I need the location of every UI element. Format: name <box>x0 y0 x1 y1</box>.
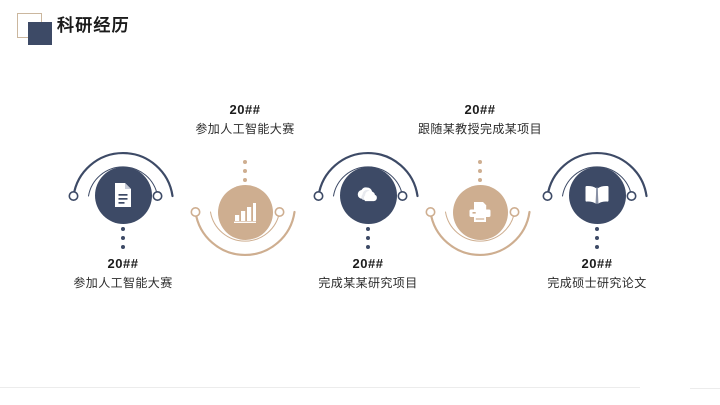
dot <box>366 227 370 231</box>
node-4-label: 20## 跟随某教授完成某项目 <box>365 101 595 139</box>
node-1-text: 参加人工智能大赛 <box>73 276 173 290</box>
arc-group-node-2 <box>190 207 296 256</box>
node-4-dots <box>473 160 487 182</box>
header-decoration <box>17 13 59 45</box>
dot <box>121 227 125 231</box>
document-icon <box>112 182 134 208</box>
node-1-label: 20## 参加人工智能大赛 <box>8 255 238 293</box>
dot <box>366 245 370 249</box>
bar-chart-icon <box>233 201 257 223</box>
dot <box>595 245 599 249</box>
dot <box>478 169 482 173</box>
cloud-icon <box>354 184 382 206</box>
node-3-text: 完成某某研究项目 <box>318 276 418 290</box>
node-2-label: 20## 参加人工智能大赛 <box>130 101 360 139</box>
page-title: 科研经历 <box>57 16 130 35</box>
dot <box>121 245 125 249</box>
dot <box>121 236 125 240</box>
arc-group-node-4 <box>425 207 531 256</box>
open-book-icon <box>583 184 611 206</box>
node-4-text: 跟随某教授完成某项目 <box>417 122 542 136</box>
node-5-year: 20## <box>581 256 613 271</box>
slide-header: 科研经历 <box>0 0 720 62</box>
dot <box>366 236 370 240</box>
dot <box>243 160 247 164</box>
node-3-circle[interactable] <box>339 166 397 224</box>
node-1-dots <box>116 227 130 249</box>
node-2-year: 20## <box>229 102 261 117</box>
dot <box>243 169 247 173</box>
deco-filled-square <box>28 22 52 45</box>
node-3-year: 20## <box>352 256 384 271</box>
node-1-year: 20## <box>107 256 139 271</box>
node-5-dots <box>590 227 604 249</box>
node-5-label: 20## 完成硕士研究论文 <box>482 255 712 293</box>
dot <box>595 227 599 231</box>
dot <box>478 160 482 164</box>
dot <box>595 236 599 240</box>
node-1-circle[interactable] <box>94 166 152 224</box>
node-2-circle[interactable] <box>217 184 273 240</box>
node-5-circle[interactable] <box>568 166 626 224</box>
node-2-dots <box>238 160 252 182</box>
dot <box>478 178 482 182</box>
footer-divider <box>0 387 640 388</box>
dot <box>243 178 247 182</box>
arc-group-node-3 <box>313 152 419 202</box>
printer-icon <box>467 200 493 224</box>
node-3-label: 20## 完成某某研究项目 <box>253 255 483 293</box>
node-2-text: 参加人工智能大赛 <box>195 122 295 136</box>
footer-divider-right <box>690 388 720 389</box>
node-3-dots <box>361 227 375 249</box>
node-5-text: 完成硕士研究论文 <box>547 276 647 290</box>
node-4-circle[interactable] <box>452 184 508 240</box>
node-4-year: 20## <box>464 102 496 117</box>
